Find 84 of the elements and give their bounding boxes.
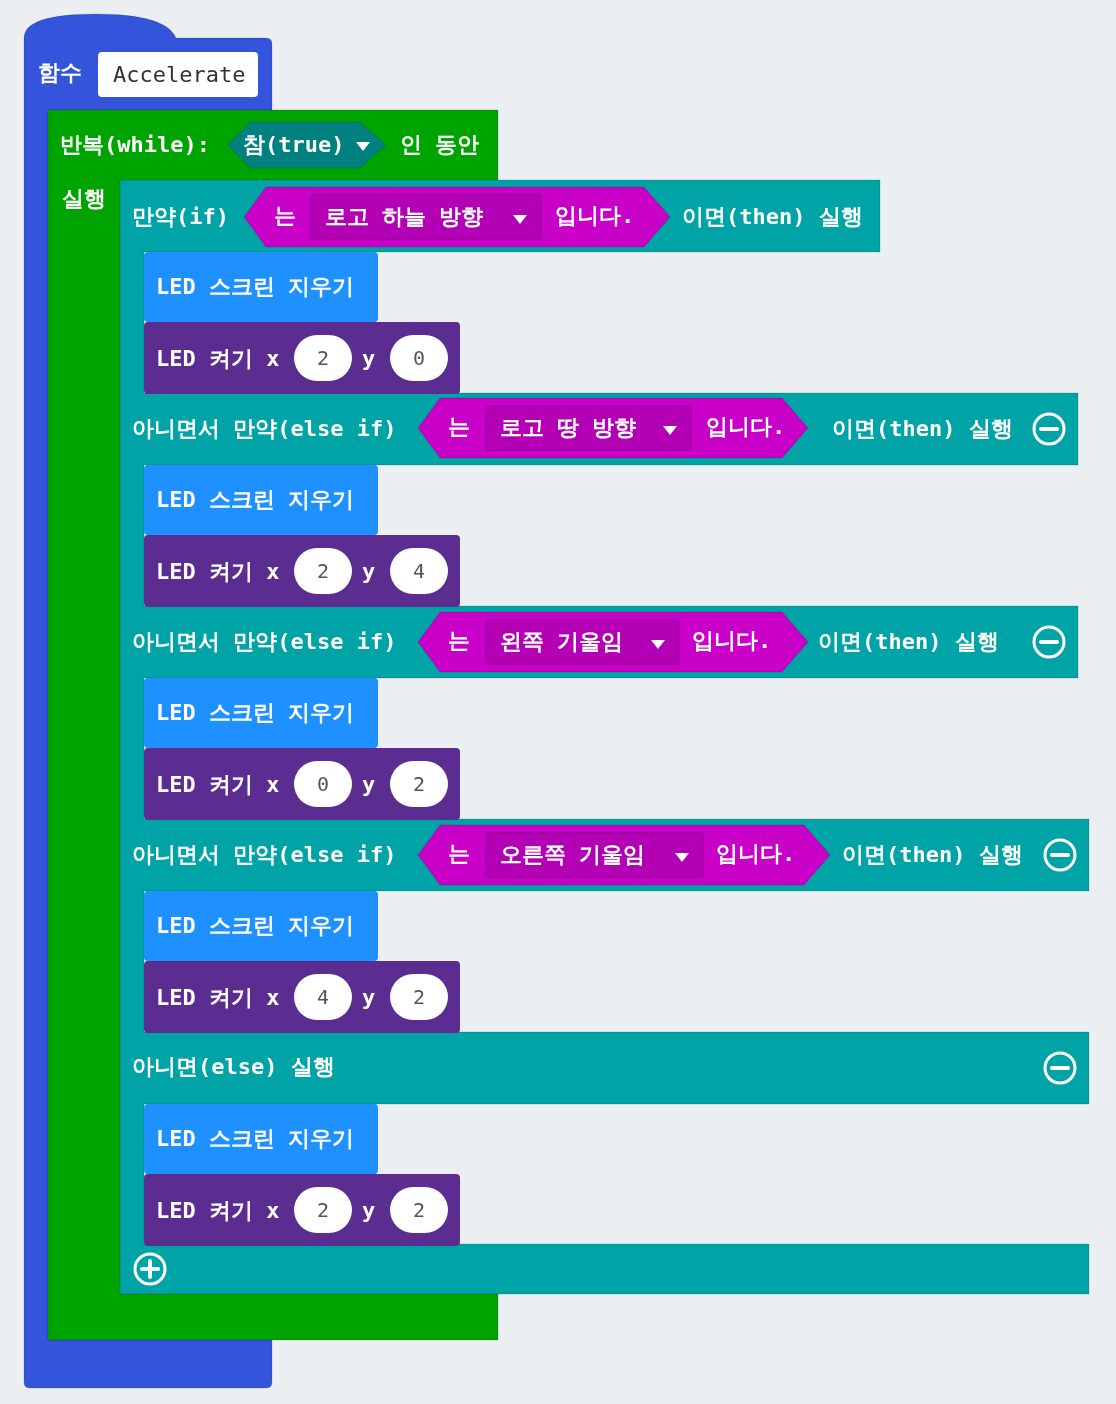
block-label: 는 (274, 203, 296, 229)
statement-block (144, 322, 460, 394)
number-value: 2 (316, 345, 329, 371)
block-label: 아니면서 만약(else if) (132, 416, 397, 442)
dropdown-value: 왼쪽 기울임 (500, 629, 624, 655)
statement-block (144, 678, 378, 748)
statement-block (144, 1104, 378, 1174)
block-label: 실행 (62, 186, 106, 212)
block-label: 입니다. (555, 203, 635, 229)
block-label: LED 켜기 x (156, 1198, 280, 1224)
number-value: 4 (412, 558, 425, 584)
number-field (294, 761, 352, 807)
statement-block (144, 252, 378, 322)
number-field (390, 335, 448, 381)
number-field (294, 974, 352, 1020)
field-value: Accelerate (113, 62, 246, 88)
statement-block (144, 1174, 460, 1246)
block-label: 는 (448, 841, 470, 867)
number-field (294, 1187, 352, 1233)
block-label: 이면(then) 실행 (682, 204, 863, 230)
block-label: 이면(then) 실행 (818, 629, 999, 655)
block-label: LED 스크린 지우기 (156, 700, 355, 726)
block-label: 이면(then) 실행 (832, 416, 1013, 442)
condition-block (244, 187, 670, 247)
block-label: 아니면서 만약(else if) (132, 629, 397, 655)
text-field (98, 52, 258, 97)
block-label: y (362, 772, 376, 798)
number-field (294, 335, 352, 381)
block-label: 는 (448, 628, 470, 654)
block-label: y (362, 559, 376, 585)
dropdown-field (310, 194, 542, 240)
dropdown-field (485, 619, 680, 665)
block-label: 이면(then) 실행 (842, 842, 1023, 868)
block-label: 인 동안 (400, 132, 480, 158)
condition-block (418, 612, 808, 672)
number-value: 2 (412, 1197, 425, 1223)
condition-block (418, 398, 808, 458)
condition-block (418, 825, 830, 885)
number-field (390, 1187, 448, 1233)
block-label: 만약(if) (132, 204, 229, 230)
block-label: 입니다. (716, 841, 796, 867)
number-field (294, 548, 352, 594)
number-value: 4 (316, 984, 329, 1010)
number-value: 2 (316, 558, 329, 584)
dropdown-value: 오른쪽 기울임 (500, 842, 646, 868)
block-label: LED 켜기 x (156, 559, 280, 585)
number-field (390, 548, 448, 594)
block-label: y (362, 1198, 376, 1224)
block-label: LED 켜기 x (156, 346, 280, 372)
block-label: LED 켜기 x (156, 985, 280, 1011)
dropdown-value: 참(true) (243, 132, 345, 158)
dropdown-value: 로고 땅 방향 (500, 415, 637, 441)
dropdown-value: 로고 하늘 방향 (325, 204, 484, 230)
if-else-block (120, 180, 1090, 1294)
block-label: LED 켜기 x (156, 772, 280, 798)
block-label: LED 스크린 지우기 (156, 913, 355, 939)
number-value: 2 (316, 1197, 329, 1223)
dropdown-field (228, 122, 386, 168)
number-value: 0 (412, 345, 425, 371)
block-label: 아니면(else) 실행 (132, 1054, 335, 1080)
block-label: y (362, 985, 376, 1011)
block-label: LED 스크린 지우기 (156, 1126, 355, 1152)
statement-block (144, 535, 460, 607)
number-value: 0 (316, 771, 329, 797)
number-field (390, 761, 448, 807)
statement-block (144, 748, 460, 820)
block-label: y (362, 346, 376, 372)
while-loop-block (48, 110, 498, 1340)
number-value: 2 (412, 984, 425, 1010)
block-label: LED 스크린 지우기 (156, 487, 355, 513)
block-label: 입니다. (692, 628, 772, 654)
statement-block (144, 891, 378, 961)
statement-block (144, 961, 460, 1033)
statement-block (144, 465, 378, 535)
block-label: 반복(while): (60, 132, 210, 158)
number-field (390, 974, 448, 1020)
block-label: 아니면서 만약(else if) (132, 842, 397, 868)
block-label: LED 스크린 지우기 (156, 274, 355, 300)
block-label: 입니다. (706, 414, 786, 440)
dropdown-field (485, 832, 704, 878)
dropdown-field (485, 405, 692, 451)
number-value: 2 (412, 771, 425, 797)
block-label: 는 (448, 414, 470, 440)
block-label: 함수 (38, 60, 82, 86)
